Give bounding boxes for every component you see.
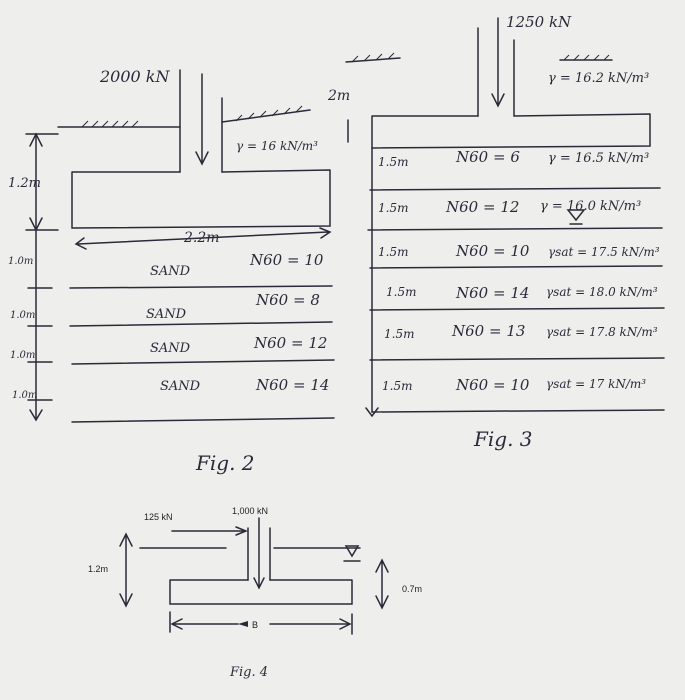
fig3-layer-line xyxy=(369,357,665,361)
fig3-width-label: 2m xyxy=(327,88,350,104)
fig2-thickness-label: 1.0m xyxy=(10,310,35,321)
figure-4: 1,000 kN 125 kN 1.2m 0.7m B Fig. 4 xyxy=(88,506,422,680)
fig2-column xyxy=(179,69,223,173)
fig4-column xyxy=(247,527,271,581)
fig2-layer-soil: SAND xyxy=(150,264,191,279)
fig2-width-dimension xyxy=(74,227,332,250)
fig3-layer-n60: N60 = 14 xyxy=(455,284,529,302)
fig2-layer-line xyxy=(69,285,333,289)
fig4-depth-label: 1.2m xyxy=(88,564,108,574)
fig2-layer-line xyxy=(71,417,335,423)
fig2-caption: Fig. 2 xyxy=(195,451,255,475)
fig2-depth-dimension-chain xyxy=(25,133,59,419)
fig3-layer-n60: N60 = 6 xyxy=(455,148,520,166)
fig3-load-arrow xyxy=(491,17,505,108)
fig4-vertical-load-arrow xyxy=(253,517,265,590)
fig4-water-table-icon xyxy=(343,545,361,562)
fig2-layer-line xyxy=(71,359,335,365)
fig3-depth-dimension xyxy=(365,147,379,418)
fig3-layer-gamma: γsat = 18.0 kN/m³ xyxy=(546,285,658,299)
fig3-layer-line xyxy=(371,409,665,413)
fig2-ground-hatch-left xyxy=(81,120,139,128)
fig3-layer-thickness: 1.5m xyxy=(378,155,408,169)
fig3-layer-n60: N60 = 12 xyxy=(445,198,519,216)
fig3-layer-line xyxy=(369,307,665,311)
fig4-water-depth-label: 0.7m xyxy=(402,584,422,594)
fig3-column xyxy=(477,27,515,117)
fig4-water-depth-dimension xyxy=(375,558,389,610)
fig4-horizontal-load-label: 125 kN xyxy=(144,512,173,522)
fig3-water-table-icon xyxy=(566,209,586,225)
fig3-ground-hatch-left xyxy=(351,52,395,63)
fig4-depth-dimension xyxy=(119,532,133,608)
fig4-width-label: B xyxy=(252,620,258,630)
fig2-depth-label: 1.2m xyxy=(8,176,41,191)
fig3-layer-line xyxy=(369,187,661,191)
fig3-layer-n60: N60 = 10 xyxy=(455,376,530,394)
fig3-layer-gamma: γ = 16.0 kN/m³ xyxy=(540,199,641,214)
fig3-ground-line-left xyxy=(345,57,401,63)
fig3-caption: Fig. 3 xyxy=(473,427,533,451)
fig2-load-label: 2000 kN xyxy=(99,67,171,86)
fig2-thickness-label: 1.0m xyxy=(12,390,37,401)
figure-2: 2000 kN γ = 16 kN/m³ 2.2m SAND N60 = 10 … xyxy=(8,67,335,475)
fig2-footing xyxy=(71,169,331,229)
fig4-caption: Fig. 4 xyxy=(229,665,268,680)
fig3-layer-line xyxy=(367,227,663,231)
fig2-layer-n60: N60 = 8 xyxy=(255,291,320,309)
fig3-layer-thickness: 1.5m xyxy=(378,245,408,259)
fig3-ground-hatch-right xyxy=(563,54,610,61)
fig2-layer-soil: SAND xyxy=(150,341,191,356)
fig3-layer-thickness: 1.5m xyxy=(378,201,408,215)
fig4-horizontal-load-arrow xyxy=(171,526,249,536)
fig3-layer-thickness: 1.5m xyxy=(382,379,412,393)
fig2-gamma-label: γ = 16 kN/m³ xyxy=(236,139,318,153)
fig3-load-label: 1250 kN xyxy=(506,13,572,31)
fig2-layer-n60: N60 = 12 xyxy=(253,334,327,352)
fig4-width-dimension xyxy=(169,611,353,635)
fig3-footing xyxy=(371,113,651,149)
fig2-layer-n60: N60 = 10 xyxy=(249,251,324,269)
fig3-layer-gamma: γsat = 17.8 kN/m³ xyxy=(546,325,658,339)
fig3-gamma-top: γ = 16.2 kN/m³ xyxy=(548,71,649,86)
fig4-vertical-load-label: 1,000 kN xyxy=(232,506,268,516)
fig2-ground-hatch-right xyxy=(235,105,303,122)
fig2-layer-soil: SAND xyxy=(146,307,187,322)
fig2-thickness-label: 1.0m xyxy=(8,256,33,267)
fig3-layer-gamma: γ = 16.5 kN/m³ xyxy=(548,151,649,166)
fig4-footing xyxy=(169,579,353,605)
fig2-thickness-label: 1.0m xyxy=(10,350,35,361)
figure-3: 1250 kN γ = 16.2 kN/m³ 2m 1.5m N60 = 6 γ… xyxy=(327,13,665,451)
fig3-layer-gamma: γsat = 17.5 kN/m³ xyxy=(548,245,660,259)
fig3-layer-thickness: 1.5m xyxy=(386,285,416,299)
fig3-layer-gamma: γsat = 17 kN/m³ xyxy=(546,377,646,391)
fig3-layer-n60: N60 = 13 xyxy=(451,322,525,340)
fig3-layer-thickness: 1.5m xyxy=(384,327,414,341)
fig2-width-label: 2.2m xyxy=(183,230,220,246)
fig2-load-arrow xyxy=(195,73,209,166)
fig3-layer-line xyxy=(369,265,663,269)
fig2-dimension-arrows xyxy=(29,132,43,422)
fig2-layer-soil: SAND xyxy=(160,379,201,394)
fig2-layer-n60: N60 = 14 xyxy=(255,376,329,394)
fig4-width-arrowhead xyxy=(238,621,248,627)
fig3-layer-n60: N60 = 10 xyxy=(455,242,530,260)
fig2-layer-line xyxy=(69,321,333,327)
